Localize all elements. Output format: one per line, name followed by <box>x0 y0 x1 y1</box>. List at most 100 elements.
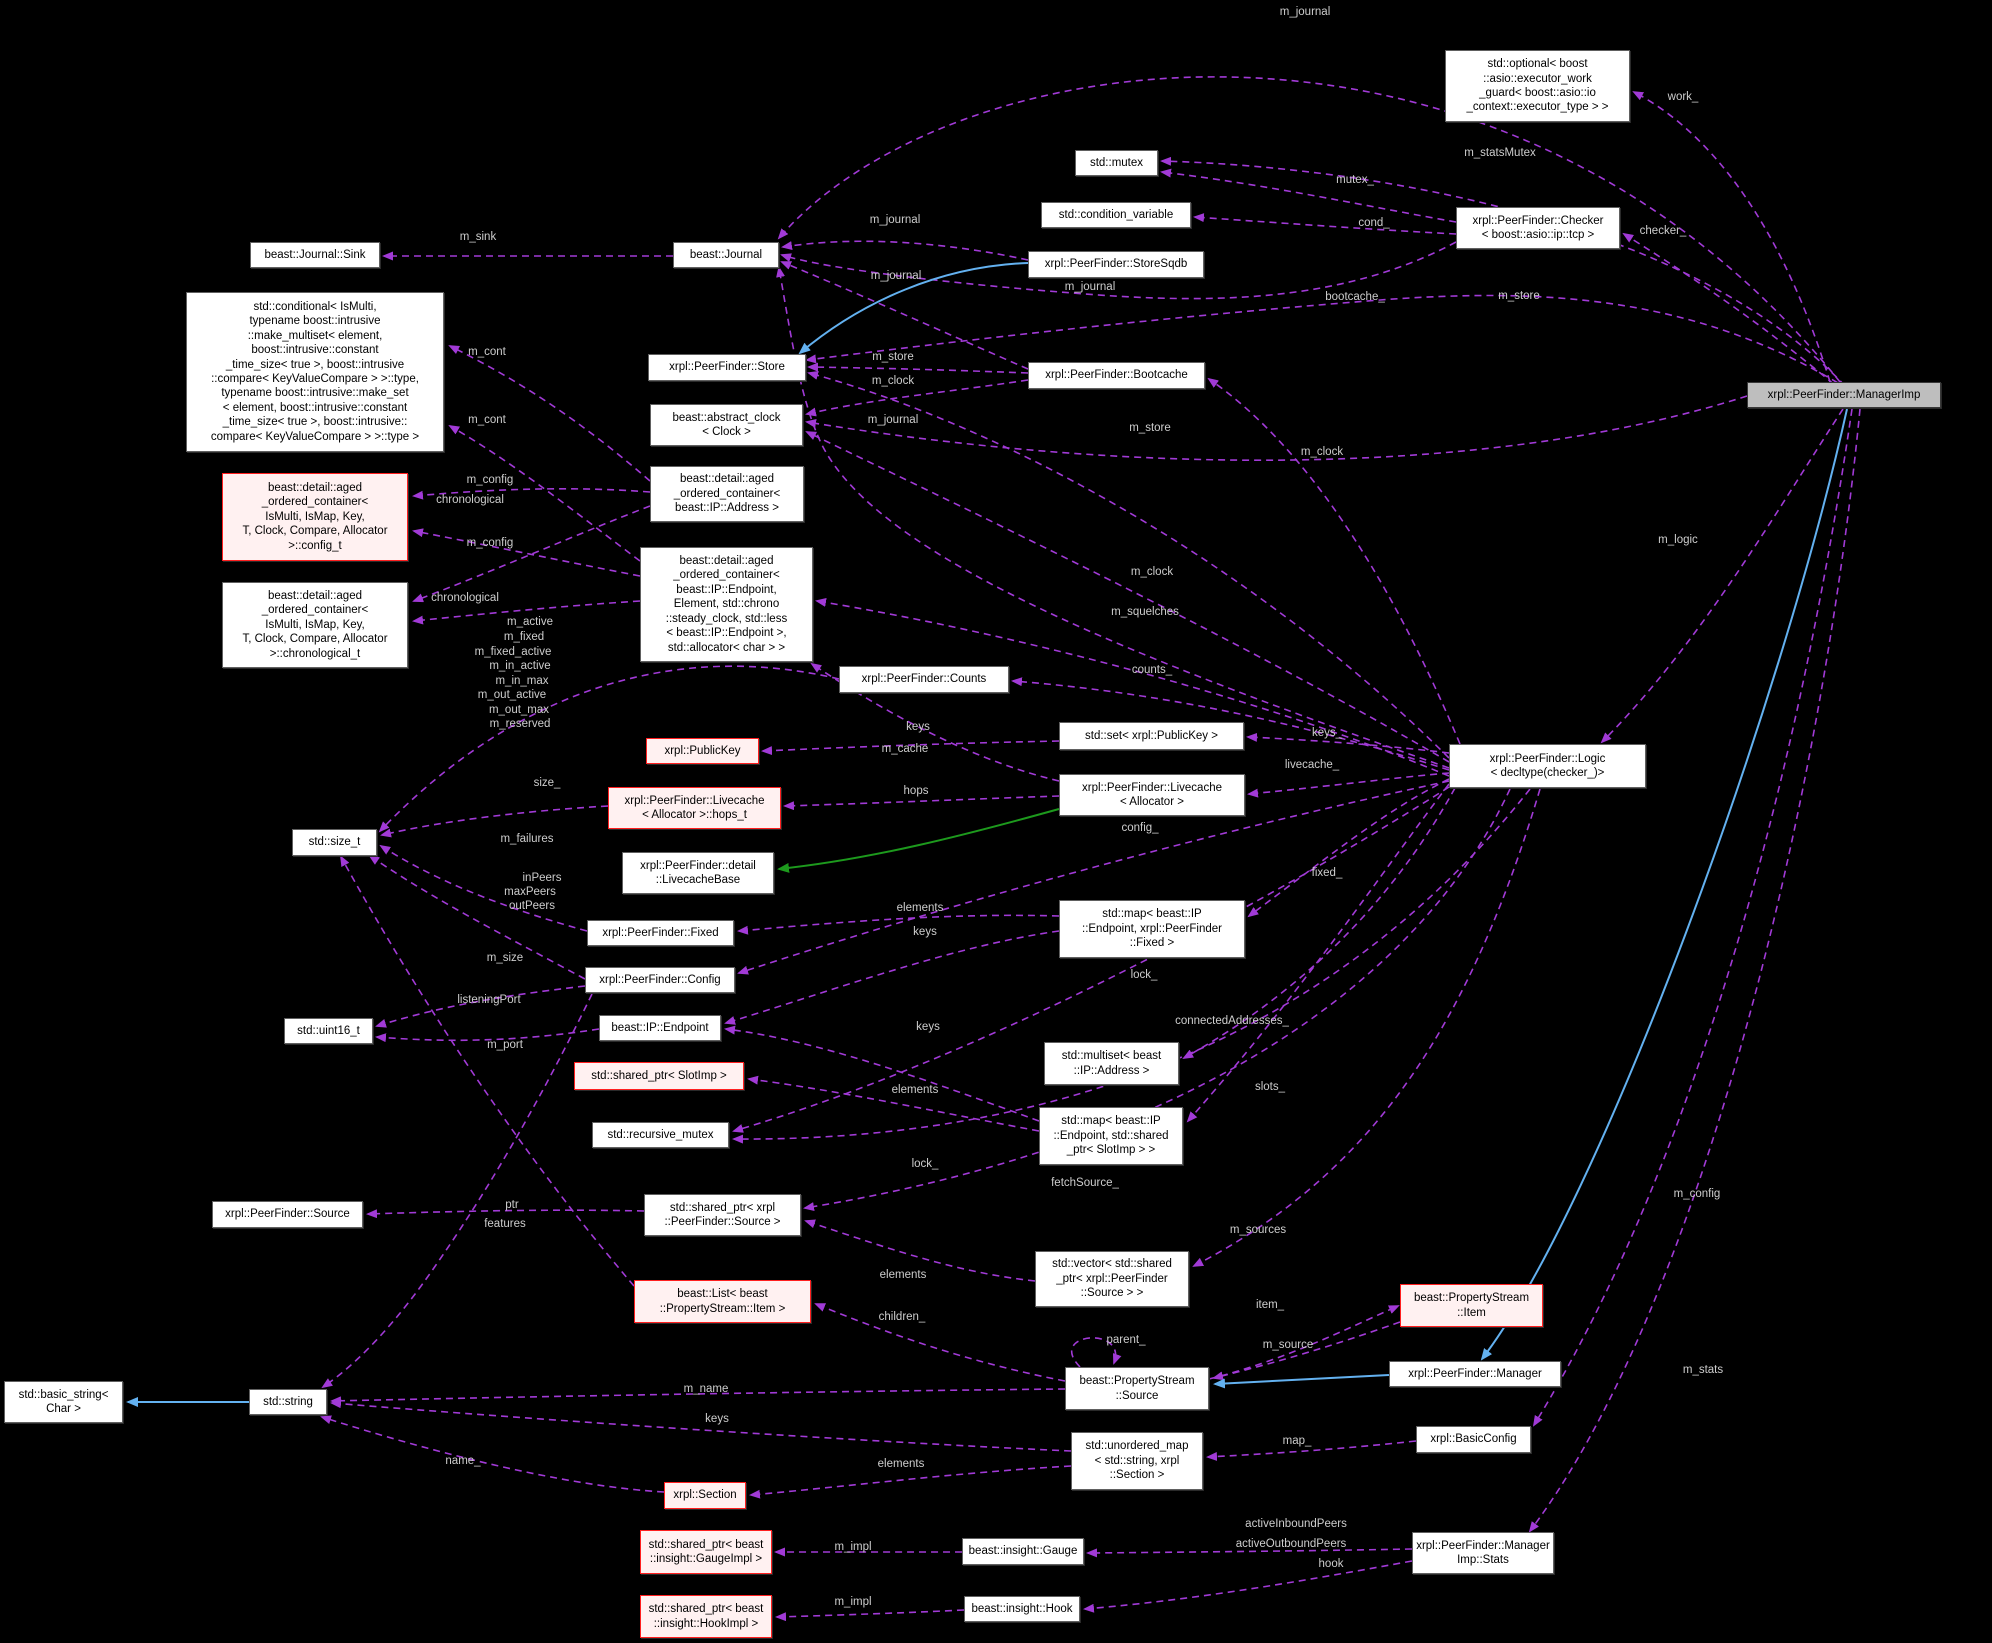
node-section[interactable]: xrpl::Section <box>664 1482 746 1509</box>
node-basic-string[interactable]: std::basic_string< Char > <box>4 1381 123 1423</box>
node-fixed[interactable]: xrpl::PeerFinder::Fixed <box>587 920 734 946</box>
node-journal-sink[interactable]: beast::Journal::Sink <box>250 242 380 268</box>
edge-label-hops: hops <box>903 784 929 797</box>
edge-label-m_fixed: m_fixed <box>503 630 545 643</box>
node-logic[interactable]: xrpl::PeerFinder::Logic < decltype(check… <box>1449 744 1646 788</box>
edge-label-elements: elements <box>879 1268 927 1281</box>
edge-label-m_config: m_config <box>466 536 514 549</box>
edge-label-m_journal: m_journal <box>869 213 921 226</box>
node-store[interactable]: xrpl::PeerFinder::Store <box>648 354 806 381</box>
node-map-fixed[interactable]: std::map< beast::IP ::Endpoint, xrpl::Pe… <box>1059 900 1245 958</box>
member-edge <box>1182 787 1456 1059</box>
edge-label-m_cont: m_cont <box>468 413 506 426</box>
member-edge <box>375 985 586 1028</box>
node-condition-variable[interactable]: std::condition_variable <box>1041 202 1191 228</box>
node-source[interactable]: xrpl::PeerFinder::Source <box>212 1201 363 1228</box>
node-basicconfig[interactable]: xrpl::BasicConfig <box>1416 1426 1531 1453</box>
node-checker[interactable]: xrpl::PeerFinder::Checker < boost::asio:… <box>1456 207 1620 249</box>
edge-label-keys: keys <box>913 925 937 938</box>
member-edge <box>1083 1560 1413 1613</box>
node-map-slots[interactable]: std::map< beast::IP ::Endpoint, std::sha… <box>1039 1107 1183 1165</box>
member-edge <box>330 1388 1066 1406</box>
node-string[interactable]: std::string <box>249 1389 327 1415</box>
node-shared-gaugeimpl[interactable]: std::shared_ptr< beast ::insight::GaugeI… <box>640 1530 772 1574</box>
node-optional-work[interactable]: std::optional< boost ::asio::executor_wo… <box>1445 50 1630 122</box>
edge-label-livecache_: livecache_ <box>1284 758 1340 771</box>
node-multiset-address[interactable]: std::multiset< beast ::IP::Address > <box>1044 1042 1179 1085</box>
node-ip-endpoint[interactable]: beast::IP::Endpoint <box>599 1015 721 1041</box>
node-std-conditional[interactable]: std::conditional< IsMulti, typename boos… <box>186 292 444 452</box>
node-hops-t[interactable]: xrpl::PeerFinder::Livecache < Allocator … <box>608 787 781 829</box>
member-edge <box>805 294 1839 384</box>
inheritance-edge <box>1480 408 1848 1361</box>
member-edge <box>380 805 609 838</box>
member-edge <box>814 1303 1066 1382</box>
node-livecache[interactable]: xrpl::PeerFinder::Livecache < Allocator … <box>1059 774 1245 816</box>
edge-label-m_logic: m_logic <box>1658 533 1698 546</box>
edge-label-m_sources: m_sources <box>1229 1223 1287 1236</box>
edge-label-children_: children_ <box>878 1310 926 1323</box>
member-edge <box>412 487 651 500</box>
edge-label-item_: item_ <box>1255 1298 1285 1311</box>
node-manager[interactable]: xrpl::PeerFinder::Manager <box>1389 1361 1561 1387</box>
member-edge <box>1247 772 1450 798</box>
member-edge <box>804 1219 1036 1282</box>
node-set-publickey[interactable]: std::set< xrpl::PublicKey > <box>1059 722 1244 750</box>
edge-label-fixed_: fixed_ <box>1311 866 1343 879</box>
member-edge <box>737 780 1450 975</box>
member-edge <box>1206 1440 1417 1462</box>
node-size-t[interactable]: std::size_t <box>292 829 377 856</box>
node-managerimp[interactable]: xrpl::PeerFinder::ManagerImp <box>1747 382 1941 408</box>
node-vector-source[interactable]: std::vector< std::shared _ptr< xrpl::Pee… <box>1035 1251 1189 1307</box>
node-config-t[interactable]: beast::detail::aged _ordered_container< … <box>222 473 408 561</box>
node-list-item[interactable]: beast::List< beast ::PropertyStream::Ite… <box>634 1280 811 1323</box>
member-edge <box>783 795 1060 811</box>
node-mutex[interactable]: std::mutex <box>1075 150 1158 176</box>
inheritance-edge <box>1213 1374 1390 1389</box>
node-bootcache[interactable]: xrpl::PeerFinder::Bootcache <box>1028 362 1205 389</box>
node-shared-slotimp[interactable]: std::shared_ptr< SlotImp > <box>574 1062 744 1090</box>
edge-label-m_out_max: m_out_max <box>488 703 550 716</box>
edge-label-hook: hook <box>1318 1557 1344 1570</box>
node-gauge[interactable]: beast::insight::Gauge <box>962 1538 1084 1565</box>
edge-label-m_reserved: m_reserved <box>489 717 551 730</box>
member-edge <box>1532 408 1853 1427</box>
edge-label-m_squelches: m_squelches <box>1111 605 1179 618</box>
node-config[interactable]: xrpl::PeerFinder::Config <box>585 967 735 993</box>
node-shared-hookimpl[interactable]: std::shared_ptr< beast ::insight::HookIm… <box>640 1595 772 1638</box>
member-edge <box>1193 213 1457 235</box>
edge-label-bootcache_: bootcache_ <box>1325 290 1385 303</box>
node-journal[interactable]: beast::Journal <box>673 242 779 268</box>
node-counts[interactable]: xrpl::PeerFinder::Counts <box>839 666 1009 693</box>
member-edge <box>1212 1321 1401 1381</box>
node-abstract-clock[interactable]: beast::abstract_clock < Clock > <box>650 404 803 446</box>
member-edge <box>379 844 588 932</box>
member-edge <box>1622 232 1844 393</box>
node-livecachebase[interactable]: xrpl::PeerFinder::detail ::LivecacheBase <box>622 852 774 894</box>
member-edge <box>805 431 1450 763</box>
edge-label-m_fixed_active: m_fixed_active <box>474 645 552 658</box>
edge-label-checker_: checker_ <box>1639 224 1687 237</box>
node-chronological-t[interactable]: beast::detail::aged _ordered_container< … <box>222 582 408 668</box>
node-storesqdb[interactable]: xrpl::PeerFinder::StoreSqdb <box>1028 251 1204 278</box>
member-edge <box>378 665 840 833</box>
node-aoc-endpoint[interactable]: beast::detail::aged _ordered_container< … <box>640 547 813 662</box>
edge-label-m_cont: m_cont <box>468 345 506 358</box>
member-edge <box>781 240 1029 261</box>
node-aoc-address[interactable]: beast::detail::aged _ordered_container< … <box>650 466 804 522</box>
node-ps-source[interactable]: beast::PropertyStream ::Source <box>1065 1367 1209 1410</box>
node-recursive-mutex[interactable]: std::recursive_mutex <box>592 1122 729 1148</box>
member-edge <box>807 362 1029 374</box>
edge-label-m_sink: m_sink <box>459 230 497 243</box>
member-edge <box>780 261 1029 370</box>
edge-label-m_active: m_active <box>506 615 554 628</box>
node-uint16-t[interactable]: std::uint16_t <box>284 1018 373 1044</box>
node-stats[interactable]: xrpl::PeerFinder::Manager Imp::Stats <box>1412 1532 1554 1574</box>
member-edge <box>1160 156 1846 387</box>
node-hook[interactable]: beast::insight::Hook <box>964 1596 1080 1622</box>
node-ps-item[interactable]: beast::PropertyStream ::Item <box>1400 1284 1543 1327</box>
node-unordered-map[interactable]: std::unordered_map < std::string, xrpl :… <box>1071 1432 1203 1490</box>
node-publickey[interactable]: xrpl::PublicKey <box>646 738 759 764</box>
node-shared-source[interactable]: std::shared_ptr< xrpl ::PeerFinder::Sour… <box>644 1194 801 1236</box>
